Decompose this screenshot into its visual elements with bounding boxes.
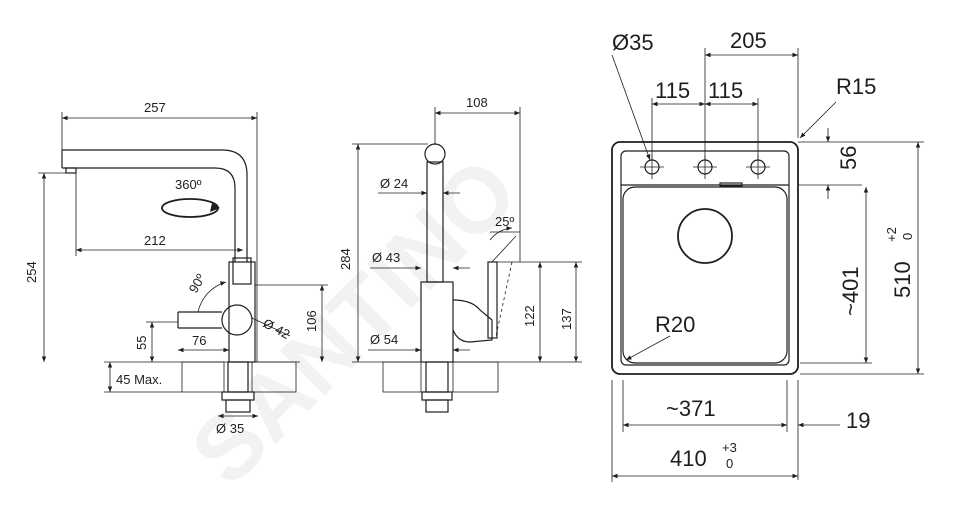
lever-swing-line	[495, 261, 513, 337]
spout-inner	[62, 167, 236, 262]
dim-bowl-length-label: ~401	[838, 266, 863, 316]
dim-outer-width-tol-plus: +3	[722, 440, 737, 455]
corner-radius-label: R15	[836, 74, 876, 99]
front-lever-joint	[452, 299, 493, 343]
faucet-side-view: 360º 257 212 254 90º Ø 42 76 55 106	[24, 100, 328, 436]
sink-inner-rim	[620, 150, 790, 366]
sink-top-view: 205 115 115 Ø35 R15 56 ~401 510 +2 0 R20	[611, 28, 924, 482]
dim-spout-label: Ø 24	[380, 176, 408, 191]
hole-leader	[611, 54, 651, 161]
rotation-arrow-head	[210, 203, 220, 212]
counter-left	[382, 361, 422, 393]
rotation-arrow	[161, 198, 219, 218]
dim-spout-label: 212	[144, 233, 166, 248]
spout-outer	[62, 149, 248, 262]
front-nut	[421, 391, 453, 401]
overflow-slot	[719, 182, 743, 187]
dim-reach-label: 257	[144, 100, 166, 115]
dim-outer-length-tol-minus: 0	[900, 233, 915, 240]
dim-base-label: 106	[304, 310, 319, 332]
dim-edge-label: 19	[846, 408, 870, 433]
corner-leader	[799, 101, 837, 139]
dim-lever-height-label: 55	[134, 336, 149, 350]
dim-total-label: 137	[559, 308, 574, 330]
lever-angle-lines	[490, 231, 520, 263]
spout-top	[424, 143, 446, 165]
dim-height-label: 254	[24, 261, 39, 283]
dim-shank-label: Ø 35	[216, 421, 244, 436]
rotation-label: 360º	[175, 177, 202, 192]
bowl-radius-label: R20	[655, 312, 695, 337]
hole-centerlines	[640, 155, 770, 179]
faucet-front-view: 108 284 Ø 24 Ø 43 Ø 54 25º 122 137	[338, 95, 582, 413]
dim-base-label: Ø 54	[370, 332, 398, 347]
dim-bowl-width-label: ~371	[666, 396, 716, 421]
lever-angle-arc	[489, 226, 513, 241]
sink-bowl	[622, 186, 788, 364]
hole-diameter-label: Ø35	[612, 30, 654, 55]
aerator	[65, 167, 77, 174]
leader-body	[251, 317, 291, 337]
dim-offset-label: 108	[466, 95, 488, 110]
dim-lever-height-label: 122	[522, 305, 537, 327]
dim-body-label: Ø 43	[372, 250, 400, 265]
dim-spacing-a-label: 115	[655, 78, 690, 103]
bowl-radius-leader	[625, 335, 671, 361]
lever-angle-label: 90º	[186, 271, 209, 295]
body-knob	[221, 304, 253, 336]
watermark-text: SANTINO	[172, 139, 537, 504]
lever	[232, 257, 252, 285]
watermark: SANTINO	[172, 139, 537, 504]
dim-offset-label: 76	[192, 333, 206, 348]
dim-outer-width-tol-minus: 0	[726, 456, 733, 471]
side-lever	[177, 311, 222, 329]
dim-outer-width-label: 410	[670, 446, 707, 471]
dim-height-label: 284	[338, 248, 353, 270]
lever-angle-arc	[197, 281, 227, 313]
counter-right	[452, 361, 499, 393]
dim-outer-length-tol-plus: +2	[884, 227, 899, 242]
nut-lower	[225, 399, 251, 413]
drain	[677, 208, 733, 264]
dim-outer-length-label: 510	[890, 261, 915, 298]
front-shank	[425, 361, 449, 393]
dim-ledge-label: 56	[836, 146, 861, 170]
dim-span-label: 205	[730, 28, 767, 53]
lever-angle-label: 25º	[495, 214, 514, 229]
front-nut-lower	[425, 399, 449, 413]
dim-spacing-b-label: 115	[708, 78, 743, 103]
dim-max-label: 45 Max.	[116, 372, 162, 387]
